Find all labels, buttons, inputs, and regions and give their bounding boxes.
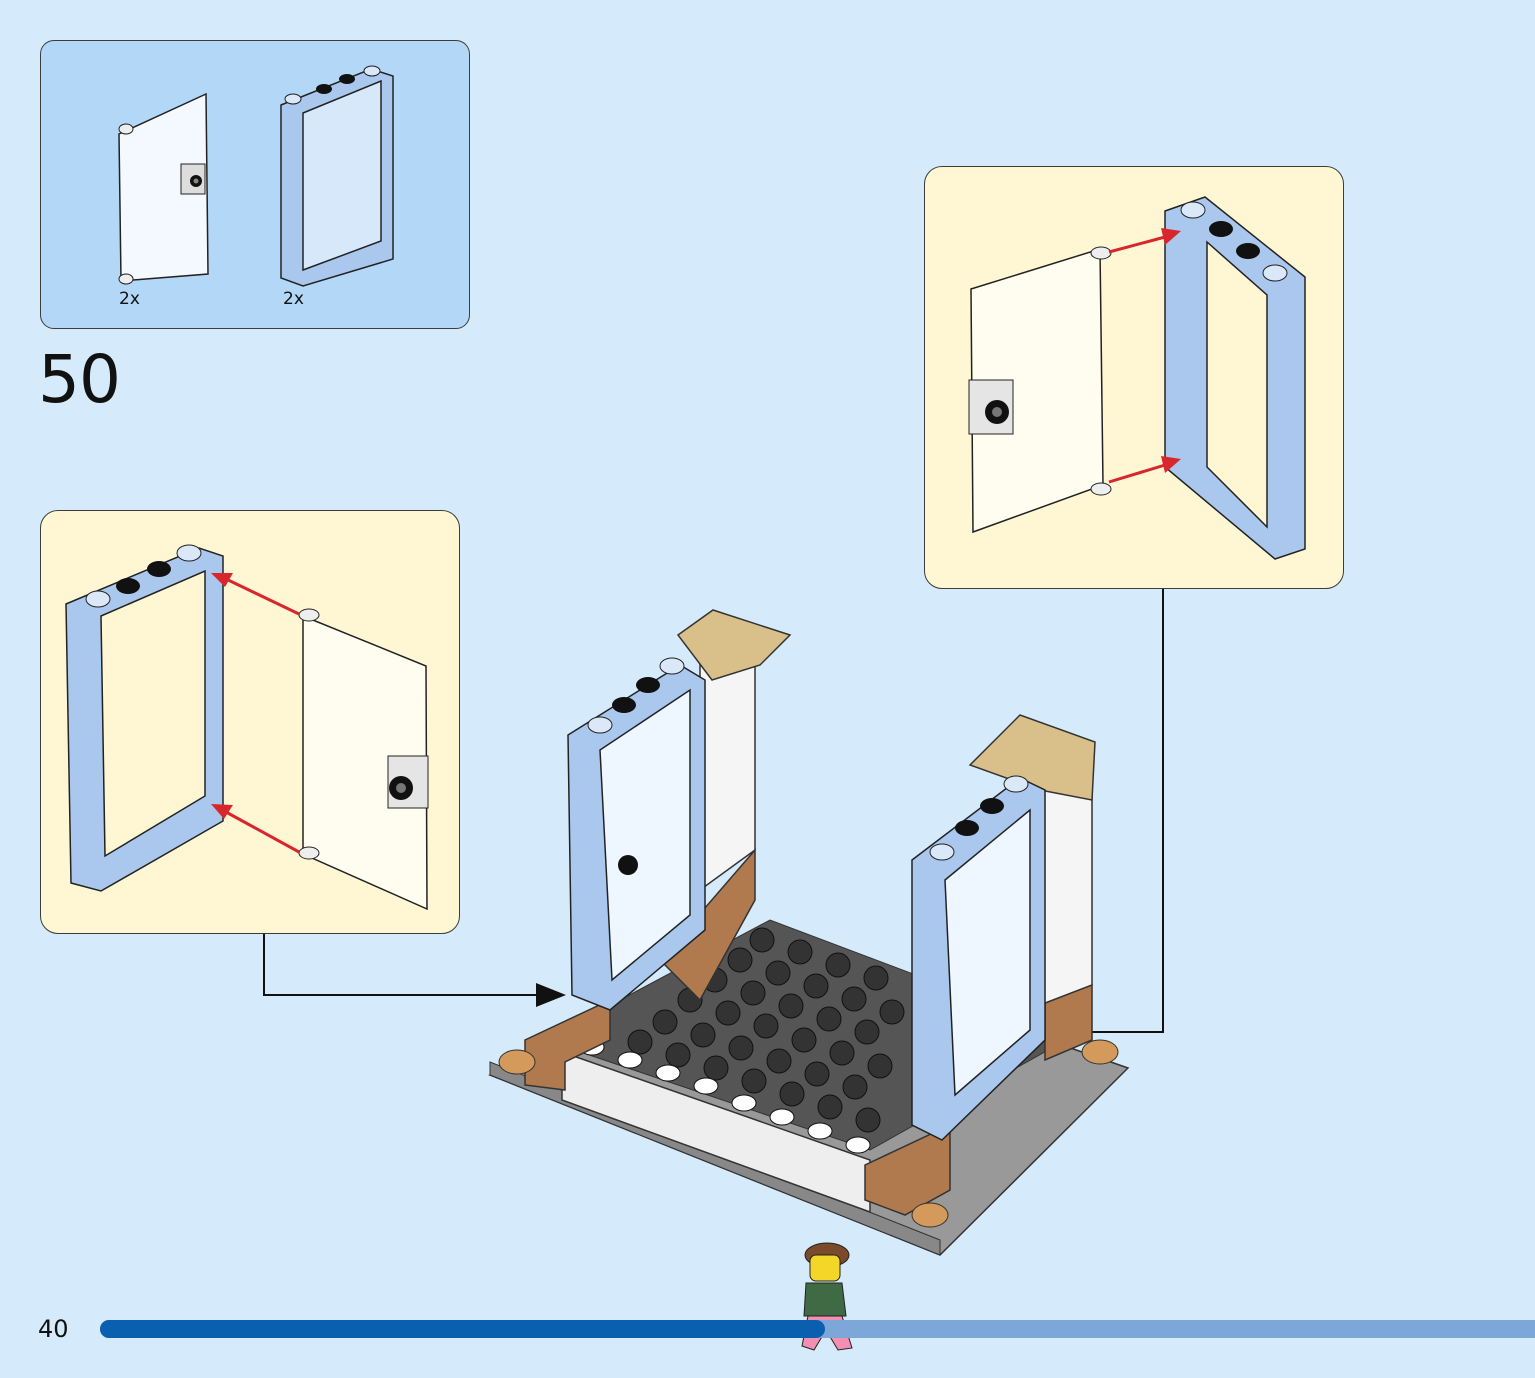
leader-line bbox=[263, 589, 1164, 1033]
tan-tiles bbox=[676, 609, 1096, 801]
door-frame-icon bbox=[1164, 196, 1306, 560]
door-panel-icon bbox=[118, 92, 209, 285]
door-panel-icon bbox=[298, 608, 429, 911]
door-frame-right bbox=[911, 775, 1046, 1141]
step-number: 50 bbox=[38, 341, 121, 418]
red-arrow-icon bbox=[211, 573, 300, 854]
black-arrow-icon bbox=[536, 983, 566, 1007]
callout-door-frame-illustration bbox=[968, 196, 1306, 560]
brown-bricks bbox=[524, 847, 1093, 1216]
red-arrow-icon bbox=[1108, 228, 1181, 484]
page-number: 40 bbox=[38, 1315, 69, 1343]
progress-bar bbox=[100, 1320, 1535, 1338]
door-panel-icon bbox=[968, 246, 1112, 534]
parts-illustration bbox=[118, 65, 394, 287]
callout-door-frame-illustration bbox=[65, 544, 429, 911]
part-quantity: 2x bbox=[119, 289, 140, 309]
round-tiles bbox=[498, 1039, 1119, 1228]
white-columns bbox=[699, 638, 1093, 1007]
door-frame-left bbox=[567, 657, 706, 1011]
left-callout-box bbox=[40, 510, 460, 934]
door-frame-icon bbox=[280, 65, 394, 287]
door-frame-icon bbox=[65, 544, 224, 892]
parts-list-box: 2x 2x bbox=[40, 40, 470, 329]
progress-bar-fill bbox=[100, 1320, 825, 1338]
right-callout-box bbox=[924, 166, 1344, 589]
plate-studs bbox=[627, 927, 905, 1133]
part-quantity: 2x bbox=[283, 289, 304, 309]
